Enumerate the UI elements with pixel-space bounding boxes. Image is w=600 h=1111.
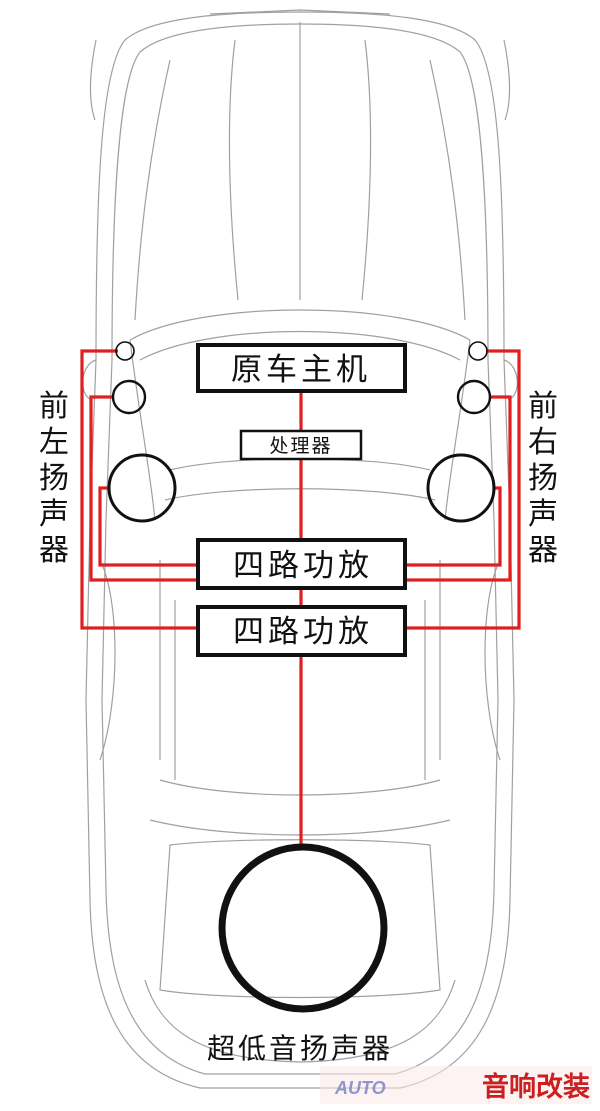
amplifier-upper-box: 四路功放 <box>196 538 407 590</box>
front-right-tweeter <box>468 341 488 361</box>
wiring <box>80 349 521 850</box>
front-right-char: 器 <box>528 533 558 568</box>
front-left-char: 扬 <box>39 461 69 496</box>
processor-label: 处理器 <box>269 435 332 457</box>
wire-left-mid <box>89 395 198 582</box>
front-right-speaker-label: 前 右 扬 声 器 <box>528 389 558 568</box>
front-right-midrange <box>456 379 492 415</box>
wire-left-tweeter <box>80 349 198 630</box>
head-unit-label: 原车主机 <box>231 352 371 388</box>
amplifier-upper-label: 四路功放 <box>233 548 373 584</box>
front-right-char: 右 <box>528 425 558 460</box>
front-left-char: 前 <box>39 389 69 424</box>
front-left-char: 左 <box>39 425 69 460</box>
watermark-brand-left: AUTO <box>334 1078 386 1098</box>
amplifier-lower-box: 四路功放 <box>196 605 407 657</box>
speakers <box>107 341 496 1013</box>
subwoofer-speaker <box>218 843 388 1013</box>
front-left-char: 声 <box>39 497 69 532</box>
front-left-woofer <box>107 453 177 523</box>
wire-left-woofer <box>98 486 198 567</box>
processor-box: 处理器 <box>239 429 363 461</box>
head-unit-box: 原车主机 <box>196 343 407 393</box>
amplifier-lower-label: 四路功放 <box>233 614 373 650</box>
subwoofer-label: 超低音扬声器 <box>207 1032 393 1065</box>
watermark-brand-right: 音响改装 <box>482 1071 590 1103</box>
front-right-char: 扬 <box>528 461 558 496</box>
front-left-midrange <box>111 379 147 415</box>
front-left-tweeter <box>115 341 135 361</box>
wire-right-woofer <box>406 486 502 567</box>
front-right-char: 声 <box>528 497 558 532</box>
wire-right-mid <box>406 395 512 582</box>
watermark: AUTO 音响改装 <box>320 1066 592 1104</box>
front-left-char: 器 <box>39 533 69 568</box>
wire-right-tweeter <box>406 349 521 630</box>
front-right-woofer <box>426 453 496 523</box>
front-right-char: 前 <box>528 389 558 424</box>
front-left-speaker-label: 前 左 扬 声 器 <box>39 389 69 568</box>
